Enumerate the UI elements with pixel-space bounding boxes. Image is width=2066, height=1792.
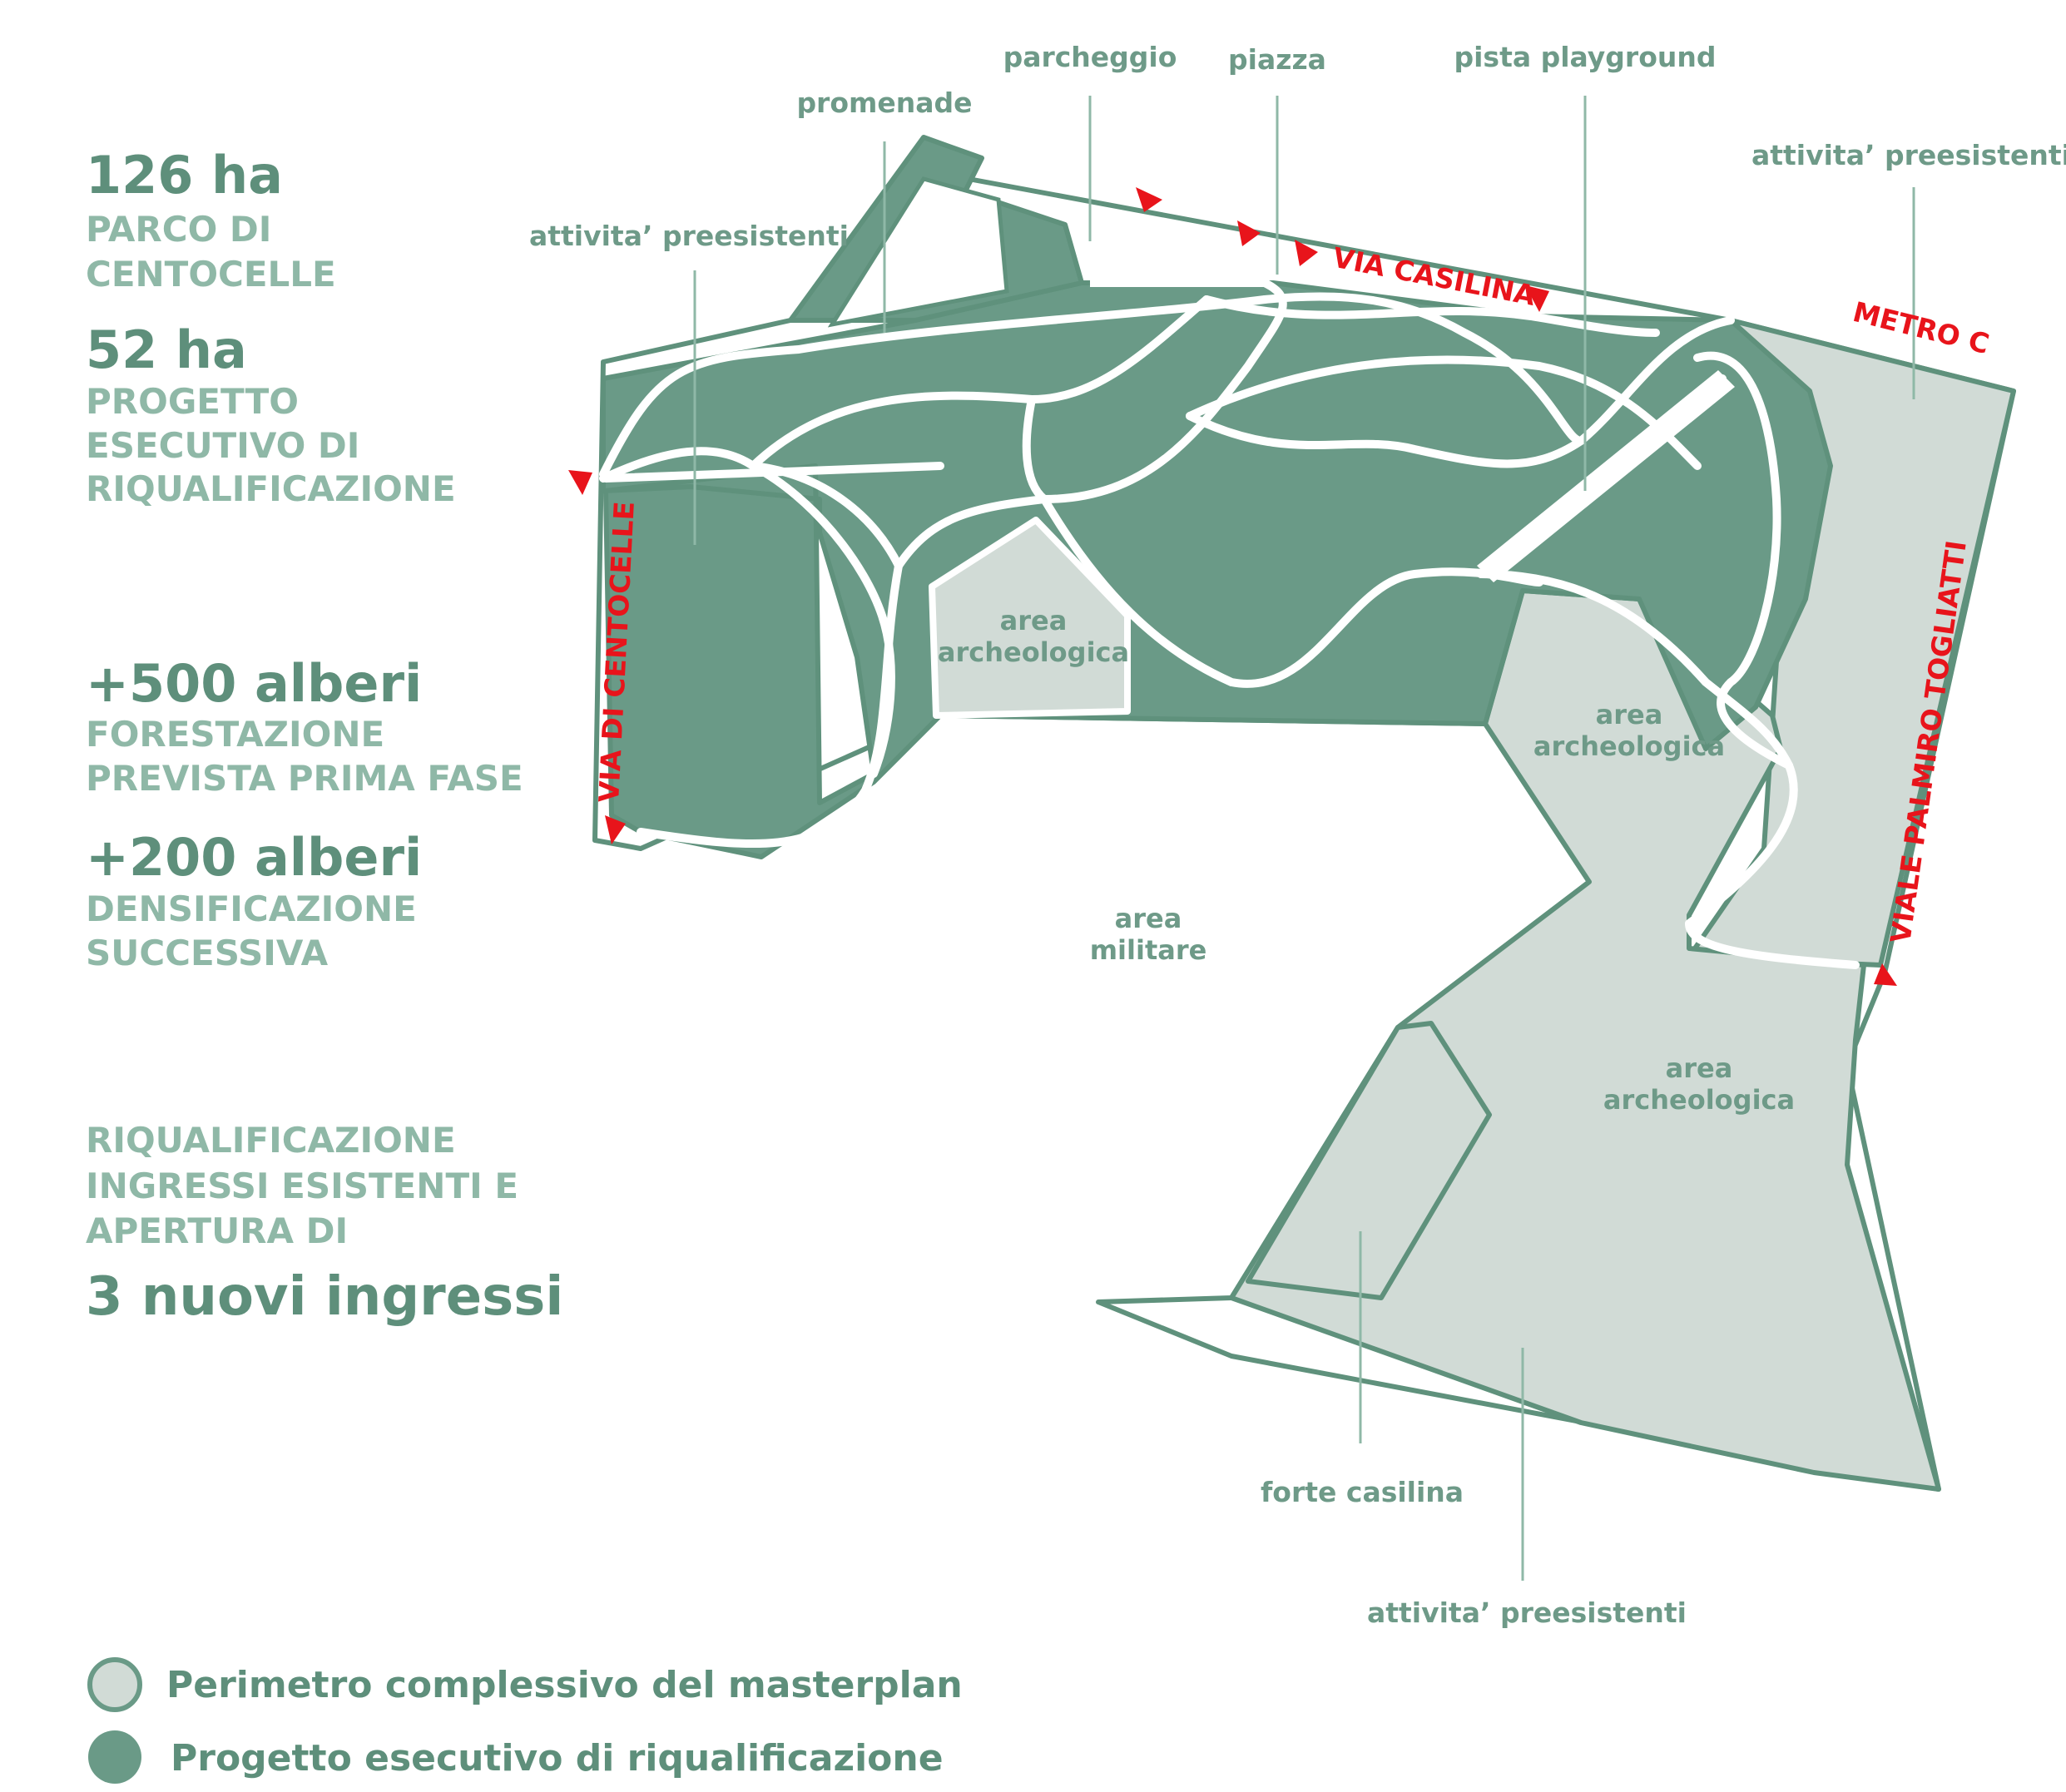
stat-52-line-3: RIQUALIFICAZIONE	[86, 468, 456, 509]
stat-200-line-2: SUCCESSIVA	[86, 933, 329, 973]
map-labels: promenade parcheggio piazza pista playgr…	[529, 41, 2066, 1629]
label-archeologica-south-1: area	[1666, 1052, 1733, 1084]
stat-126-line-2: CENTOCELLE	[86, 254, 336, 295]
label-archeologica-south-2: archeologica	[1603, 1084, 1795, 1116]
label-archeologica-central-1: area	[1000, 605, 1068, 636]
piazza-area	[1090, 250, 1273, 287]
entrance-marker	[568, 470, 592, 495]
legend-swatch-perimeter	[87, 1657, 142, 1712]
leader-lines	[693, 96, 1915, 1581]
stat-52-line-2: ESECUTIVO DI	[86, 425, 359, 466]
entrance-marker	[1525, 285, 1549, 312]
label-attivita-s: attivita’ preesistenti	[1367, 1596, 1687, 1629]
entrance-marker	[1295, 240, 1318, 266]
label-archeologica-east-2: archeologica	[1533, 730, 1725, 762]
label-attivita-nw: attivita’ preesistenti	[529, 220, 849, 252]
stat-500-line-1: FORESTAZIONE	[86, 714, 384, 755]
label-parcheggio: parcheggio	[1003, 41, 1177, 73]
stat-126-value: 126 ha	[86, 145, 283, 205]
parking-stripes	[1138, 245, 1232, 279]
legend-label-perimeter: Perimetro complessivo del masterplan	[166, 1664, 963, 1706]
forte-casilina-area	[1246, 1021, 1492, 1300]
entrance-marker	[1874, 963, 1897, 986]
label-piazza: piazza	[1228, 43, 1326, 76]
legend-label-project: Progetto esecutivo di riqualificazione	[171, 1737, 944, 1780]
stat-200-value: +200 alberi	[86, 827, 422, 888]
north-wedge-white	[827, 176, 1009, 328]
label-attivita-ne: attivita’ preesistenti	[1751, 139, 2066, 171]
label-archeologica-central-2: archeologica	[938, 636, 1129, 668]
label-militare-1: area	[1115, 903, 1182, 934]
road-metro-c: METRO C	[1850, 295, 1993, 360]
stat-500-value: +500 alberi	[86, 653, 422, 714]
label-militare-2: militare	[1090, 934, 1207, 966]
archeologica-central-area	[929, 517, 1131, 719]
perimeter-southeast-archeologica	[1229, 588, 1941, 1492]
entrances-value: 3 nuovi ingressi	[86, 1266, 563, 1328]
entrance-marker	[1237, 220, 1261, 246]
entrance-markers	[568, 187, 1897, 986]
legend-swatch-project	[88, 1730, 141, 1784]
entrance-marker	[1136, 187, 1162, 212]
label-pista: pista playground	[1454, 41, 1717, 73]
entrances-line-3: APERTURA DI	[86, 1210, 348, 1251]
stat-52-line-1: PROGETTO	[86, 381, 299, 422]
label-forte-casilina: forte casilina	[1261, 1476, 1464, 1508]
stat-126-line-1: PARCO DI	[86, 209, 271, 250]
label-archeologica-east-1: area	[1596, 699, 1663, 730]
entrances-line-1: RIQUALIFICAZIONE	[86, 1120, 456, 1161]
stat-500-line-2: PREVISTA PRIMA FASE	[86, 758, 523, 799]
stats-panel: 126 ha PARCO DI CENTOCELLE 52 ha PROGETT…	[86, 145, 563, 1328]
entrance-marker	[605, 815, 626, 844]
legend: Perimetro complessivo del masterplan Pro…	[87, 1657, 963, 1784]
map-areas	[592, 135, 2016, 1492]
stat-200-line-1: DENSIFICAZIONE	[86, 889, 417, 929]
pista-playground-strip	[1477, 370, 1735, 582]
stat-52-value: 52 ha	[86, 319, 247, 380]
label-promenade: promenade	[796, 87, 972, 119]
entrances-line-2: INGRESSI ESISTENTI E	[86, 1166, 518, 1206]
